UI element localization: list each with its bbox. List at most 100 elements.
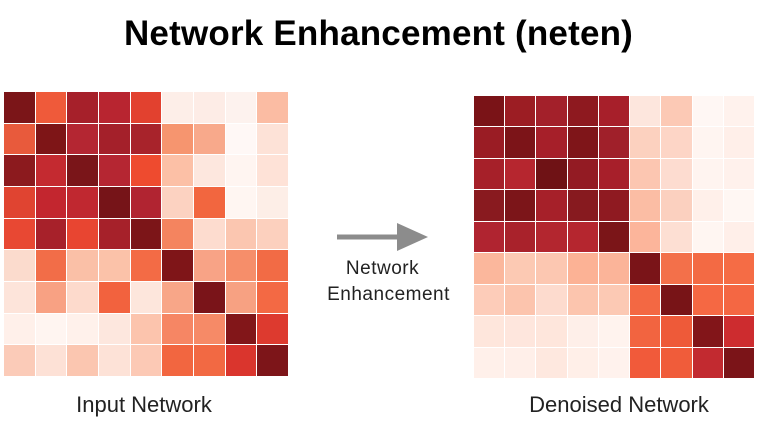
denoised-network-cell [505, 96, 536, 127]
denoised-network-cell [692, 347, 723, 378]
input-network-cell [98, 92, 130, 123]
input-network-cell [130, 250, 162, 281]
input-network-cell [130, 281, 162, 313]
denoised-network-cell [661, 158, 692, 190]
denoised-network-cell [630, 127, 661, 158]
denoised-network-cell [630, 253, 661, 284]
denoised-network-cell [598, 190, 630, 221]
denoised-network-cell [505, 347, 536, 378]
denoised-network-cell [630, 221, 661, 253]
denoised-network-cell [692, 127, 723, 158]
input-network-cell [35, 313, 67, 345]
input-network-cell [4, 186, 35, 218]
input-network-cell [225, 250, 257, 281]
input-network-cell [98, 313, 130, 345]
denoised-network-cell [630, 284, 661, 316]
denoised-network-cell [567, 316, 598, 347]
denoised-network-cell [505, 253, 536, 284]
denoised-network-cell [692, 284, 723, 316]
input-network-cell [67, 345, 98, 376]
input-network-cell [257, 250, 288, 281]
denoised-network-cell [598, 284, 630, 316]
input-network-cell [98, 123, 130, 155]
denoised-network-cell [723, 316, 754, 347]
denoised-network-caption: Denoised Network [529, 392, 709, 417]
denoised-network-cell [567, 221, 598, 253]
denoised-network-cell [536, 127, 567, 158]
arrow-right-icon [335, 222, 430, 252]
input-network-cell [130, 186, 162, 218]
input-network-cell [98, 186, 130, 218]
input-network-cell [193, 155, 225, 186]
input-network-cell [193, 123, 225, 155]
input-network-cell [257, 345, 288, 376]
denoised-network-cell [536, 190, 567, 221]
input-network-cell [193, 313, 225, 345]
input-network-cell [225, 218, 257, 250]
input-network-cell [98, 345, 130, 376]
input-network-cell [67, 123, 98, 155]
input-network-cell [225, 281, 257, 313]
input-network-cell [98, 281, 130, 313]
denoised-network-cell [474, 221, 505, 253]
denoised-network-cell [567, 190, 598, 221]
input-network-cell [162, 281, 193, 313]
input-network-cell [98, 155, 130, 186]
denoised-network-cell [505, 190, 536, 221]
denoised-network-cell [474, 316, 505, 347]
denoised-network-cell [598, 347, 630, 378]
denoised-network-cell [474, 253, 505, 284]
denoised-network-cell [474, 190, 505, 221]
input-network-cell [193, 250, 225, 281]
denoised-network-cell [567, 96, 598, 127]
denoised-network-cell [536, 253, 567, 284]
denoised-network-cell [630, 158, 661, 190]
input-network-cell [162, 123, 193, 155]
input-network-cell [98, 218, 130, 250]
input-network-cell [257, 155, 288, 186]
input-network-cell [257, 123, 288, 155]
denoised-network-cell [536, 316, 567, 347]
input-network-cell [35, 92, 67, 123]
input-network-cell [67, 155, 98, 186]
input-network-cell [225, 313, 257, 345]
input-network-cell [130, 123, 162, 155]
denoised-network-cell [536, 284, 567, 316]
denoised-network-cell [661, 96, 692, 127]
denoised-network-cell [598, 221, 630, 253]
input-network-cell [162, 92, 193, 123]
denoised-network-cell [598, 96, 630, 127]
input-network-cell [225, 92, 257, 123]
denoised-network-cell [630, 190, 661, 221]
input-network-cell [193, 218, 225, 250]
denoised-network-cell [474, 347, 505, 378]
input-network-cell [162, 345, 193, 376]
input-network-cell [225, 186, 257, 218]
input-network-cell [257, 281, 288, 313]
denoised-network-cell [692, 96, 723, 127]
input-network-cell [67, 281, 98, 313]
input-network-cell [162, 218, 193, 250]
input-network-cell [162, 250, 193, 281]
denoised-network-cell [661, 253, 692, 284]
denoised-network-cell [723, 347, 754, 378]
input-network-cell [130, 92, 162, 123]
input-network-cell [225, 155, 257, 186]
input-network-cell [35, 250, 67, 281]
arrow-label-line-2: Enhancement [327, 284, 450, 305]
denoised-network-cell [474, 96, 505, 127]
input-network-cell [67, 92, 98, 123]
denoised-network-cell [692, 316, 723, 347]
denoised-network-cell [630, 316, 661, 347]
denoised-network-cell [723, 284, 754, 316]
denoised-network-cell [474, 284, 505, 316]
input-network-cell [193, 92, 225, 123]
input-network-cell [67, 313, 98, 345]
denoised-network-cell [661, 284, 692, 316]
input-network-cell [35, 155, 67, 186]
input-network-heatmap [4, 92, 288, 376]
denoised-network-cell [692, 190, 723, 221]
denoised-network-cell [567, 127, 598, 158]
denoised-network-cell [598, 316, 630, 347]
input-network-cell [257, 313, 288, 345]
